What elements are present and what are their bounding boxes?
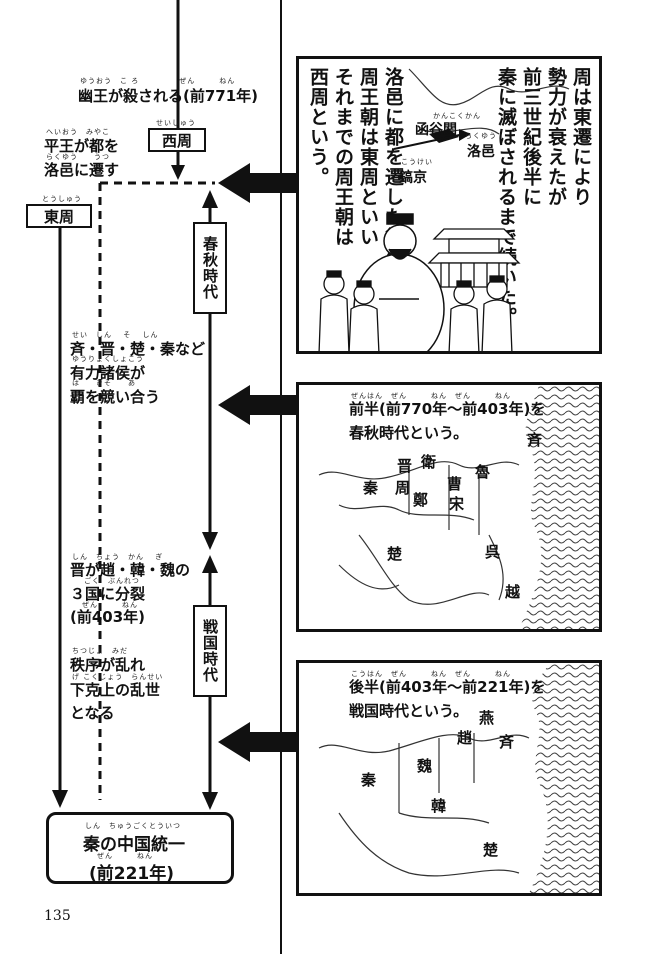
state-song: 宋 <box>449 495 465 513</box>
p1r-line2: 勢力が衰えたが <box>545 67 567 207</box>
sengoku-map <box>318 663 599 893</box>
state-qin: 秦 <box>363 479 379 497</box>
state-wei2: 魏 <box>417 757 433 775</box>
panel-shunju-map: ぜんはん ぜん ねん ぜん ねん 前半(前770年〜前403年)を 春秋時代とい… <box>296 382 602 632</box>
panel2-caption-ruby: ぜんはん ぜん ねん ぜん ねん <box>351 392 511 400</box>
shunju-map <box>318 385 599 629</box>
event1-ruby: ゆうおう こ ろ ぜん ねん <box>80 77 236 85</box>
panel1-map <box>393 68 570 150</box>
event5-line1: 秩序が乱れ <box>70 656 146 674</box>
panel3-caption-line1: 後半(前403年〜前221年)を <box>349 678 546 696</box>
event3-ruby2: ゆうりょくしょこう <box>72 355 144 363</box>
event3-ruby1: せい しん そ しん <box>72 331 159 339</box>
sengoku-label: 戦国時代 <box>193 605 227 697</box>
state-cao: 曹 <box>447 475 463 493</box>
event5-ruby2: げ こくじょう らんせい <box>72 673 164 681</box>
page-number: 135 <box>44 908 71 924</box>
state-chu: 楚 <box>387 545 403 563</box>
dongzhou-ruby: とうしゅう <box>42 195 82 203</box>
p1r-line3: 前三世紀後半に <box>520 67 542 207</box>
sengoku-text: 戦国時代 <box>201 619 219 683</box>
final-box: しん ちゅうごくとういつ 秦の中国統一 ぜん ねん (前221年) <box>46 812 234 884</box>
event4-line3: (前403年) <box>70 608 146 626</box>
state-jin: 晋 <box>397 457 413 475</box>
kokei-ruby: こうけい <box>401 158 433 166</box>
place-kankokukan: 函谷関 <box>415 122 457 138</box>
event5-line3: となる <box>70 704 115 722</box>
event3-line1: 斉・晋・楚・秦など <box>70 340 206 358</box>
shunju-text: 春秋時代 <box>201 236 219 300</box>
event3-ruby3: は きそ あ <box>72 379 136 387</box>
event4-line2: ３国に分裂 <box>70 585 146 603</box>
panel2-caption-line1: 前半(前770年〜前403年)を <box>349 400 546 418</box>
event3-line2: 有力諸侯が <box>70 364 146 382</box>
state-wei: 衛 <box>421 453 437 471</box>
state-qin2: 秦 <box>361 771 377 789</box>
xizhou-ruby: せいしゅう <box>156 119 196 127</box>
event4-ruby3: ぜん ねん <box>82 601 138 609</box>
event2-line1: 平王が都を <box>44 137 120 155</box>
p1l-line3: それまでの周王朝は <box>332 67 354 247</box>
event5-line2: 下克上の乱世 <box>70 681 161 699</box>
state-zhao: 趙 <box>457 729 473 747</box>
rakuyu-ruby: らくゆう <box>465 132 497 140</box>
state-chu2: 楚 <box>483 841 499 859</box>
panel3-caption-line2: 戦国時代という。 <box>349 702 469 720</box>
state-wu: 呉 <box>485 543 501 561</box>
xizhou-label: 西周 <box>148 128 206 152</box>
dongzhou-label: 東周 <box>26 204 92 228</box>
event5-ruby1: ちつじょ みだ <box>72 647 128 655</box>
event4-ruby2: ごく ぶんれつ <box>84 577 140 585</box>
panel2-caption-line2: 春秋時代という。 <box>349 424 469 442</box>
state-qi2: 斉 <box>499 733 515 751</box>
shunju-label: 春秋時代 <box>193 222 227 314</box>
state-yan: 燕 <box>479 709 495 727</box>
event4-ruby1: しん ちょう かん ぎ <box>72 553 164 561</box>
kankokukan-ruby: かんこくかん <box>433 112 481 120</box>
state-zhou: 周 <box>395 479 411 497</box>
final-ruby2: ぜん ねん <box>97 852 153 860</box>
event4-line1: 晋が趙・韓・魏の <box>70 561 191 579</box>
final-line2: (前221年) <box>89 864 175 884</box>
state-lu: 魯 <box>475 463 491 481</box>
panel-sengoku-map: こうはん ぜん ねん ぜん ねん 後半(前403年〜前221年)を 戦国時代とい… <box>296 660 602 896</box>
p1l-line4: 西周という。 <box>307 67 329 187</box>
event2-ruby2: らくゆう うつ <box>46 153 110 161</box>
state-yue: 越 <box>505 583 521 601</box>
event1-text: 幽王が殺される(前771年) <box>78 87 259 105</box>
king-illustration <box>318 213 521 351</box>
panel3-caption-ruby: こうはん ぜん ねん ぜん ねん <box>351 670 511 678</box>
center-divider <box>280 0 282 954</box>
state-zheng: 鄭 <box>413 491 429 509</box>
event3-line3: 覇を競い合う <box>70 388 161 406</box>
place-rakuyu: 洛邑 <box>467 144 495 160</box>
p1l-line2: 周王朝は東周といい <box>357 67 379 247</box>
state-qi: 斉 <box>527 431 543 449</box>
event2-ruby1: へいおう みやこ <box>46 128 110 136</box>
xizhou-text: 西周 <box>161 131 192 150</box>
state-han: 韓 <box>431 797 447 815</box>
event2-line2: 洛邑に遷す <box>44 161 120 179</box>
final-line1: 秦の中国統一 <box>83 835 185 855</box>
final-ruby1: しん ちゅうごくとういつ <box>85 822 181 830</box>
panel-zhou-capital: かんこくかん 函谷関 らくゆう 洛邑 こうけい 鎬京 周は東遷により 勢力が衰え… <box>296 56 602 354</box>
dongzhou-text: 東周 <box>43 207 74 226</box>
place-kokei: 鎬京 <box>399 170 427 186</box>
p1r-line1: 周は東遷により <box>570 67 592 207</box>
